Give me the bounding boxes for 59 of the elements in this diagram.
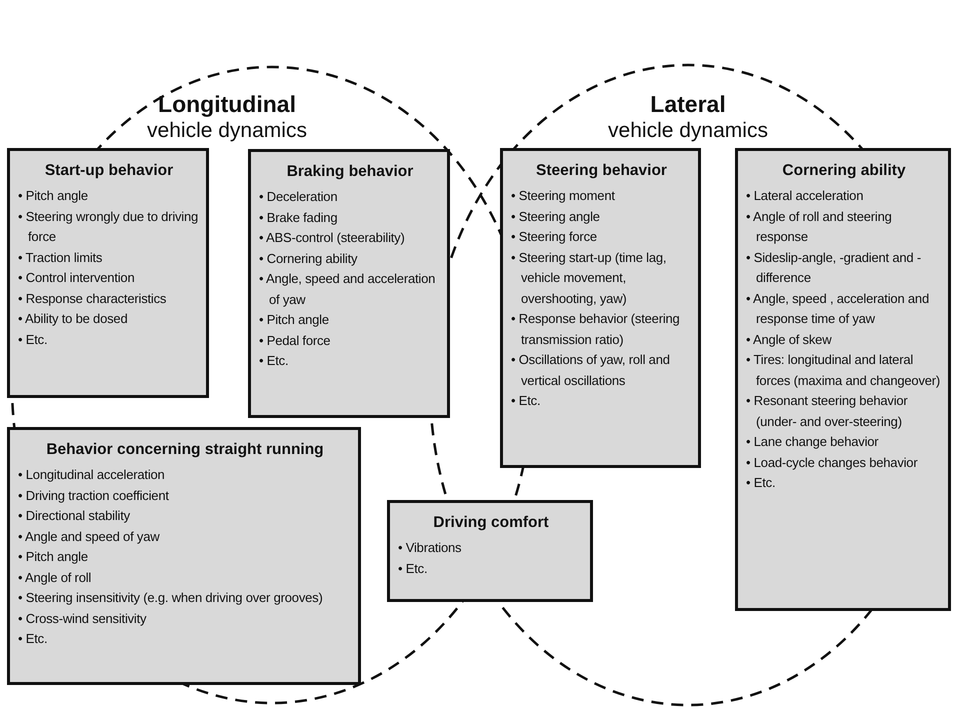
bullet-item: • Angle and speed of yaw: [18, 528, 161, 546]
bullet-item: • Steering force: [511, 228, 598, 246]
bullet-item: • Deceleration: [259, 188, 338, 206]
bullet-item: • Steering insensitivity (e.g. when driving over grooves): [18, 589, 324, 607]
box-heading: Steering behavior: [535, 162, 668, 180]
category-box: [7, 427, 361, 685]
bullet-item: • Brake fading: [259, 208, 338, 227]
bullet-item: • Pitch angle: [18, 548, 89, 566]
bullet-item: • Lateral acceleration: [746, 187, 864, 205]
box-heading: Braking behavior: [286, 163, 414, 181]
bullet-item: • Ability to be dosed: [18, 310, 128, 328]
bullet-item: • Pitch angle: [259, 311, 330, 329]
bullet-item: • Load-cycle changes behavior: [746, 454, 918, 472]
bullet-item: • Angle of skew: [746, 330, 833, 349]
bullet-item: • Sideslip-angle, -gradient and -difference: [746, 248, 922, 287]
bullet-item: • Resonant steering behavior (under- and over-steering): [746, 392, 909, 431]
region-title: Longitudinal: [158, 91, 296, 118]
bullet-item: • Driving traction coefficient: [18, 486, 170, 505]
bullet-item: • Etc.: [18, 330, 48, 348]
region-subtitle: vehicle dynamics: [147, 118, 307, 144]
bullet-item: • Longitudinal acceleration: [18, 466, 166, 484]
region-title: Lateral: [650, 91, 726, 118]
category-box: [248, 149, 450, 418]
category-box: [500, 148, 701, 468]
region-subtitle: vehicle dynamics: [608, 118, 768, 144]
bullet-item: • Vibrations: [398, 539, 462, 557]
bullet-item: • Etc.: [511, 392, 542, 410]
category-box: [735, 148, 951, 611]
bullet-item: • Cornering ability: [259, 250, 358, 268]
bullet-item: • Steering angle: [511, 208, 601, 226]
box-heading: Cornering ability: [781, 162, 907, 180]
bullet-item: • Response characteristics: [18, 290, 168, 308]
bullet-item: • Steering wrongly due to driving force: [18, 208, 200, 246]
bullet-item: • Etc.: [398, 560, 428, 578]
bullet-item: • Steering moment: [511, 187, 616, 205]
bullet-item: • Pedal force: [259, 332, 332, 350]
bullet-item: • Angle, speed , acceleration and response time of yaw: [746, 290, 930, 328]
bullet-item: • Control intervention: [18, 269, 136, 287]
bullet-item: • Directional stability: [18, 507, 131, 525]
bullet-item: • Angle of roll: [18, 568, 92, 587]
bullet-item: • Angle, speed and acceleration of yaw: [259, 270, 436, 309]
bullet-item: • ABS-control (steerability): [259, 229, 406, 247]
bullet-item: • Response behavior (steering transmission ratio): [511, 310, 681, 349]
bullet-item: • Etc.: [18, 630, 48, 648]
box-heading: Start-up behavior: [44, 162, 174, 180]
box-heading: Driving comfort: [432, 514, 550, 532]
bullet-item: • Cross-wind sensitivity: [18, 610, 148, 628]
bullet-item: • Traction limits: [18, 248, 104, 266]
bullet-item: • Tires: longitudinal and lateral forces (maxima and changeover): [746, 351, 942, 390]
category-box: [7, 148, 209, 398]
bullet-item: • Steering start-up (time lag, vehicle movement, overshooting, yaw): [511, 248, 668, 308]
bullet-item: • Etc.: [746, 474, 776, 492]
bullet-item: • Etc.: [259, 352, 290, 370]
box-heading: Behavior concerning straight running: [45, 441, 325, 459]
bullet-item: • Angle of roll and steering response: [746, 208, 893, 246]
bullet-item: • Pitch angle: [18, 187, 89, 205]
category-box: [387, 500, 593, 602]
bullet-item: • Oscillations of yaw, roll and vertical oscillations: [511, 351, 671, 390]
bullet-item: • Lane change behavior: [746, 433, 880, 451]
